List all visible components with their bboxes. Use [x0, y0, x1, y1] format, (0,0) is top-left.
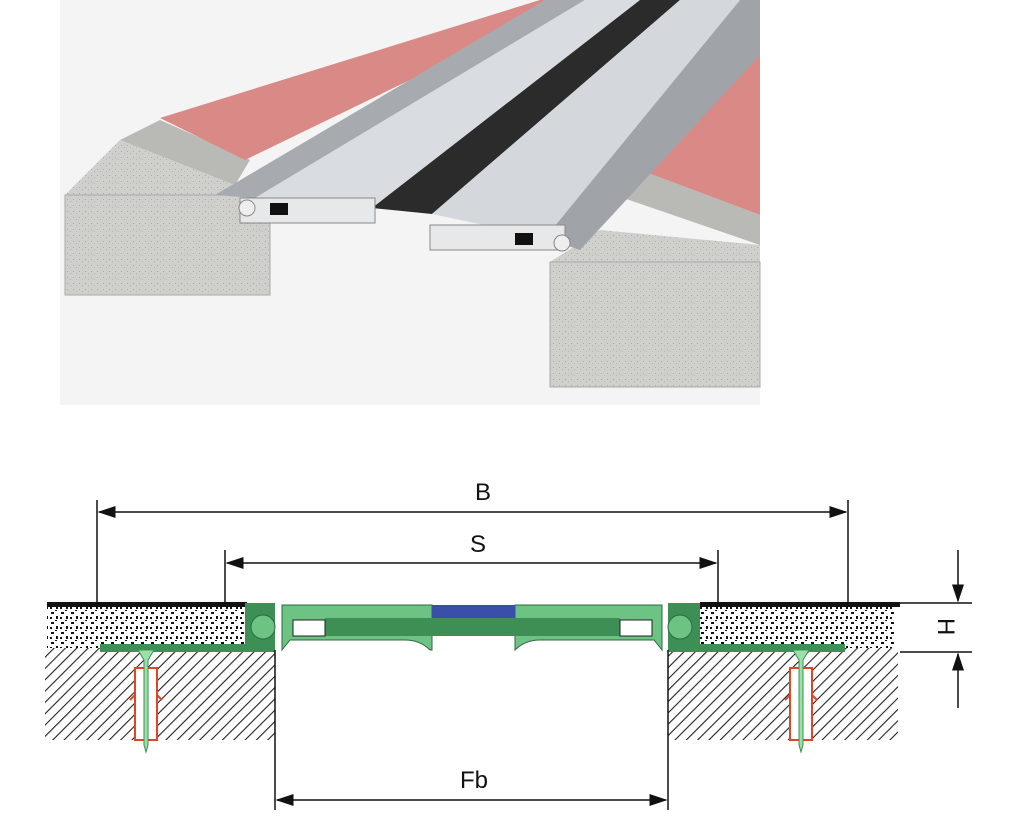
dimension-B [96, 500, 849, 605]
right-concrete-substrate [668, 648, 898, 740]
right-aluminium-plate [432, 0, 740, 238]
right-floor-finish-line [700, 602, 900, 607]
right-inner-bar [515, 618, 620, 636]
left-concrete-substrate [45, 648, 275, 740]
left-inner-bar [325, 618, 432, 636]
blue-seal [432, 605, 515, 618]
dimension-label-H: H [932, 618, 959, 635]
rubber-insert [372, 0, 680, 214]
dimension-H [900, 550, 972, 708]
left-screed-layer [120, 120, 250, 185]
profile-front-left [239, 197, 376, 224]
left-aluminium-plate [255, 0, 640, 208]
left-base-profile [100, 603, 275, 652]
dimension-S [224, 550, 719, 605]
left-concrete-block [64, 194, 271, 296]
dimension-Fb [274, 650, 669, 810]
left-screed [47, 607, 247, 648]
left-rail [215, 0, 585, 198]
cross-section-drawing: B S Fb H [45, 479, 972, 810]
profile-front-right [429, 224, 566, 251]
left-concrete-top [65, 140, 270, 195]
right-base-profile [668, 603, 845, 652]
left-anchor-screw [129, 649, 163, 754]
left-slot [292, 619, 326, 637]
product-rendering [60, 0, 761, 405]
right-screed-layer [600, 170, 760, 245]
right-rail [545, 0, 760, 250]
left-floor-finish-line [47, 602, 247, 607]
left-floor-finish [160, 0, 575, 160]
dimension-label-Fb: Fb [460, 767, 488, 794]
right-anchor-screw [784, 649, 818, 754]
right-concrete-block [549, 261, 761, 388]
dimension-label-S: S [470, 531, 486, 558]
right-slot [619, 619, 653, 637]
right-screed [700, 607, 895, 648]
dimension-label-B: B [475, 479, 491, 506]
